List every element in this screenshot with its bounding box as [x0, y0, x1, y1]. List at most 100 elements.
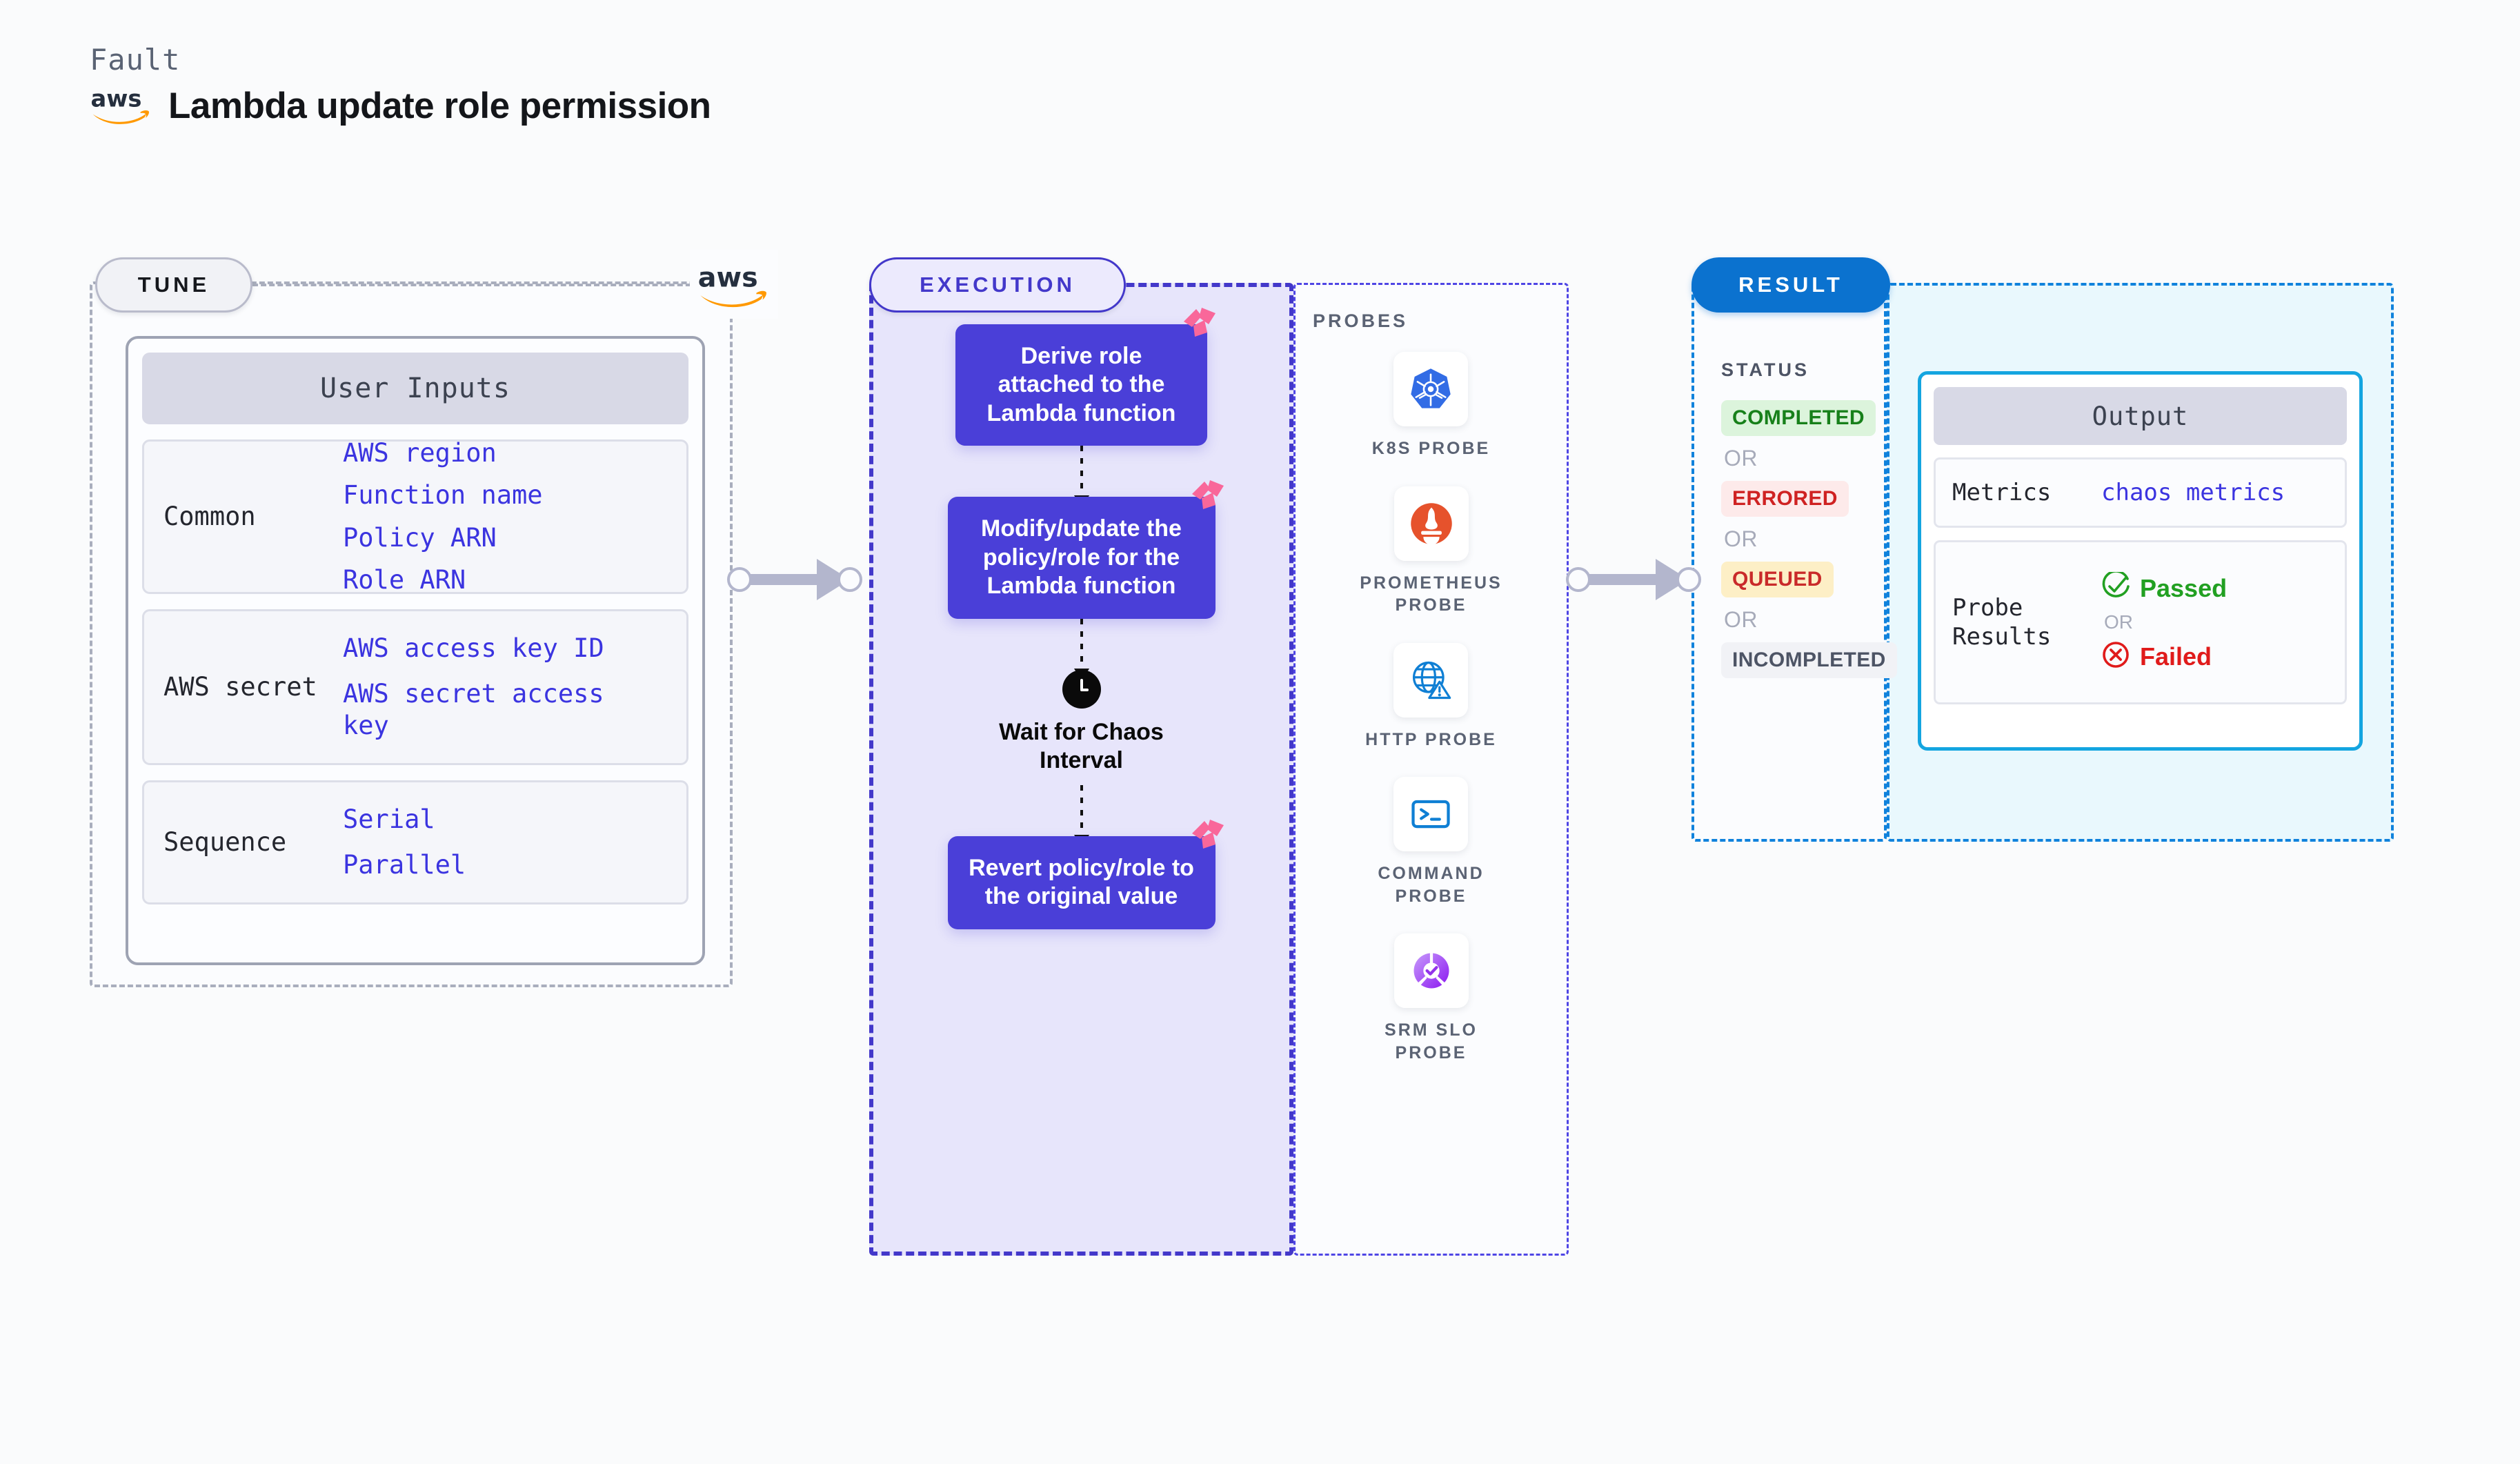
probe-result-passed: Passed [2101, 570, 2228, 604]
page-header: Fault aws Lambda update role permission [90, 43, 711, 128]
status-badge-queued: QUEUED [1721, 562, 1834, 597]
probe-tile [1393, 777, 1469, 851]
probe-tile [1393, 352, 1469, 426]
svg-text:aws: aws [698, 262, 758, 294]
tune-group-label: AWS secret [163, 671, 317, 702]
tune-value[interactable]: AWS access key ID [343, 633, 604, 663]
probe-label: SRM SLO PROBE [1385, 1020, 1478, 1062]
probe-result-passed-label: Passed [2140, 573, 2228, 602]
probe-result-failed: Failed [2101, 640, 2227, 673]
litmus-logo-badge-icon [1189, 818, 1227, 853]
flow-step-label: Modify/update the policy/role for the La… [981, 515, 1182, 600]
tune-value[interactable]: Role ARN [343, 564, 466, 595]
tune-group-label: Sequence [163, 827, 287, 857]
output-row-metrics: Metrics chaos metrics [1934, 457, 2347, 528]
status-list: COMPLETED OR ERRORED OR QUEUED OR INCOMP… [1721, 400, 1897, 678]
http-globe-warning-icon [1413, 661, 1451, 699]
status-or-label: OR [1724, 526, 1758, 551]
clock-icon [1062, 669, 1101, 709]
tune-value[interactable]: Parallel [343, 850, 466, 880]
probes-title: PROBES [1313, 310, 1409, 331]
execution-flow: Derive role attached to the Lambda funct… [869, 308, 1293, 929]
terminal-icon [1411, 800, 1451, 829]
probe-result-or-label: OR [2104, 611, 2133, 633]
tune-group-values: AWS region Function name Policy ARN Role… [343, 437, 543, 596]
flow-step-label: Revert policy/role to the original value [969, 854, 1194, 910]
wait-for-chaos-interval-label: Wait for Chaos Interval [999, 718, 1164, 774]
tune-group-common: Common AWS region Function name Policy A… [142, 437, 688, 596]
result-badge[interactable]: RESULT [1691, 257, 1890, 313]
probe-label: K8S PROBE [1371, 439, 1491, 458]
tune-value[interactable]: Function name [343, 480, 543, 511]
probe-label: PROMETHEUS PROBE [1360, 573, 1502, 615]
output-row-probe-results: Probe Results Passed OR [1934, 540, 2347, 704]
aws-logo: aws [90, 83, 153, 128]
aws-logo-inline: aws [690, 250, 778, 319]
connector-tune-to-execution [727, 559, 865, 600]
arrow-shaft [741, 574, 822, 585]
tune-group-aws-secret: AWS secret AWS access key ID AWS secret … [142, 609, 688, 765]
tune-value[interactable]: Policy ARN [343, 522, 497, 553]
status-or-label: OR [1724, 607, 1758, 632]
status-badge-completed: COMPLETED [1721, 400, 1876, 436]
probe-tile [1393, 933, 1469, 1008]
tune-value[interactable]: Serial [343, 804, 435, 834]
flow-step-label: Derive role attached to the Lambda funct… [986, 343, 1176, 426]
status-badge-errored: ERRORED [1721, 481, 1849, 517]
probe-item-prometheus[interactable]: PROMETHEUS PROBE [1360, 486, 1502, 617]
user-inputs-title: User Inputs [142, 353, 688, 424]
check-circle-icon [2101, 570, 2130, 604]
flow-step-revert-policy[interactable]: Revert policy/role to the original value [947, 819, 1224, 929]
probe-results-values: Passed OR Failed [2101, 570, 2228, 673]
probe-label: COMMAND PROBE [1378, 864, 1485, 906]
status-badge-incompleted: INCOMPLETED [1721, 642, 1897, 678]
connector-execution-to-result [1566, 559, 1704, 600]
metrics-value[interactable]: chaos metrics [2101, 479, 2285, 506]
probes-panel [1293, 283, 1569, 1256]
user-inputs-card: User Inputs Common AWS region Function n… [126, 336, 705, 965]
output-row-label: Metrics [1952, 478, 2052, 506]
tune-group-values: AWS access key ID AWS secret access key [343, 633, 604, 742]
flow-arrow-down-icon [1073, 618, 1089, 682]
probes-list: K8S PROBE PROMETHEUS PROBE [1293, 352, 1569, 1064]
probe-item-command[interactable]: COMMAND PROBE [1378, 777, 1484, 907]
kubernetes-icon [1411, 368, 1451, 408]
connector-dot-end [1676, 567, 1701, 592]
probe-result-failed-label: Failed [2140, 642, 2212, 671]
probe-label: HTTP PROBE [1365, 729, 1497, 749]
probe-item-k8s[interactable]: K8S PROBE [1372, 352, 1490, 460]
output-card: Output Metrics chaos metrics Probe Resul… [1918, 371, 2363, 751]
tune-value[interactable]: AWS region [343, 438, 497, 468]
slo-donut-check-icon [1413, 951, 1449, 989]
tune-group-values: Serial Parallel [343, 804, 466, 882]
flow-arrow-down-icon [1073, 784, 1089, 848]
probe-item-http[interactable]: HTTP PROBE [1365, 642, 1497, 751]
tune-group-sequence: Sequence Serial Parallel [142, 780, 688, 904]
output-row-label: Probe Results [1952, 593, 2052, 651]
tune-value[interactable]: AWS secret access key [343, 678, 604, 741]
status-or-label: OR [1724, 446, 1758, 471]
connector-dot-start [1566, 567, 1591, 592]
status-title: STATUS [1721, 359, 1809, 380]
x-circle-icon [2101, 640, 2130, 673]
connector-dot-end [837, 567, 862, 592]
tune-dashed-connector [252, 284, 708, 286]
fault-label: Fault [90, 43, 181, 77]
output-title: Output [1934, 387, 2347, 445]
flow-step-derive-role[interactable]: Derive role attached to the Lambda funct… [955, 308, 1216, 446]
litmus-logo-badge-icon [1181, 306, 1218, 341]
flow-step-modify-policy[interactable]: Modify/update the policy/role for the La… [947, 480, 1224, 619]
litmus-logo-badge-icon [1189, 479, 1227, 513]
probe-tile [1393, 486, 1469, 561]
page-title: Lambda update role permission [168, 85, 711, 126]
probe-item-srm-slo[interactable]: SRM SLO PROBE [1385, 933, 1478, 1064]
connector-dot-start [727, 567, 752, 592]
title-row: aws Lambda update role permission [90, 83, 712, 128]
tune-badge[interactable]: TUNE [95, 257, 252, 313]
svg-text:aws: aws [91, 86, 142, 112]
arrow-shaft [1580, 574, 1661, 585]
flow-arrow-down-icon [1073, 446, 1089, 509]
probe-tile [1393, 642, 1469, 718]
tune-group-label: Common [163, 501, 256, 531]
execution-badge[interactable]: EXECUTION [869, 257, 1126, 313]
